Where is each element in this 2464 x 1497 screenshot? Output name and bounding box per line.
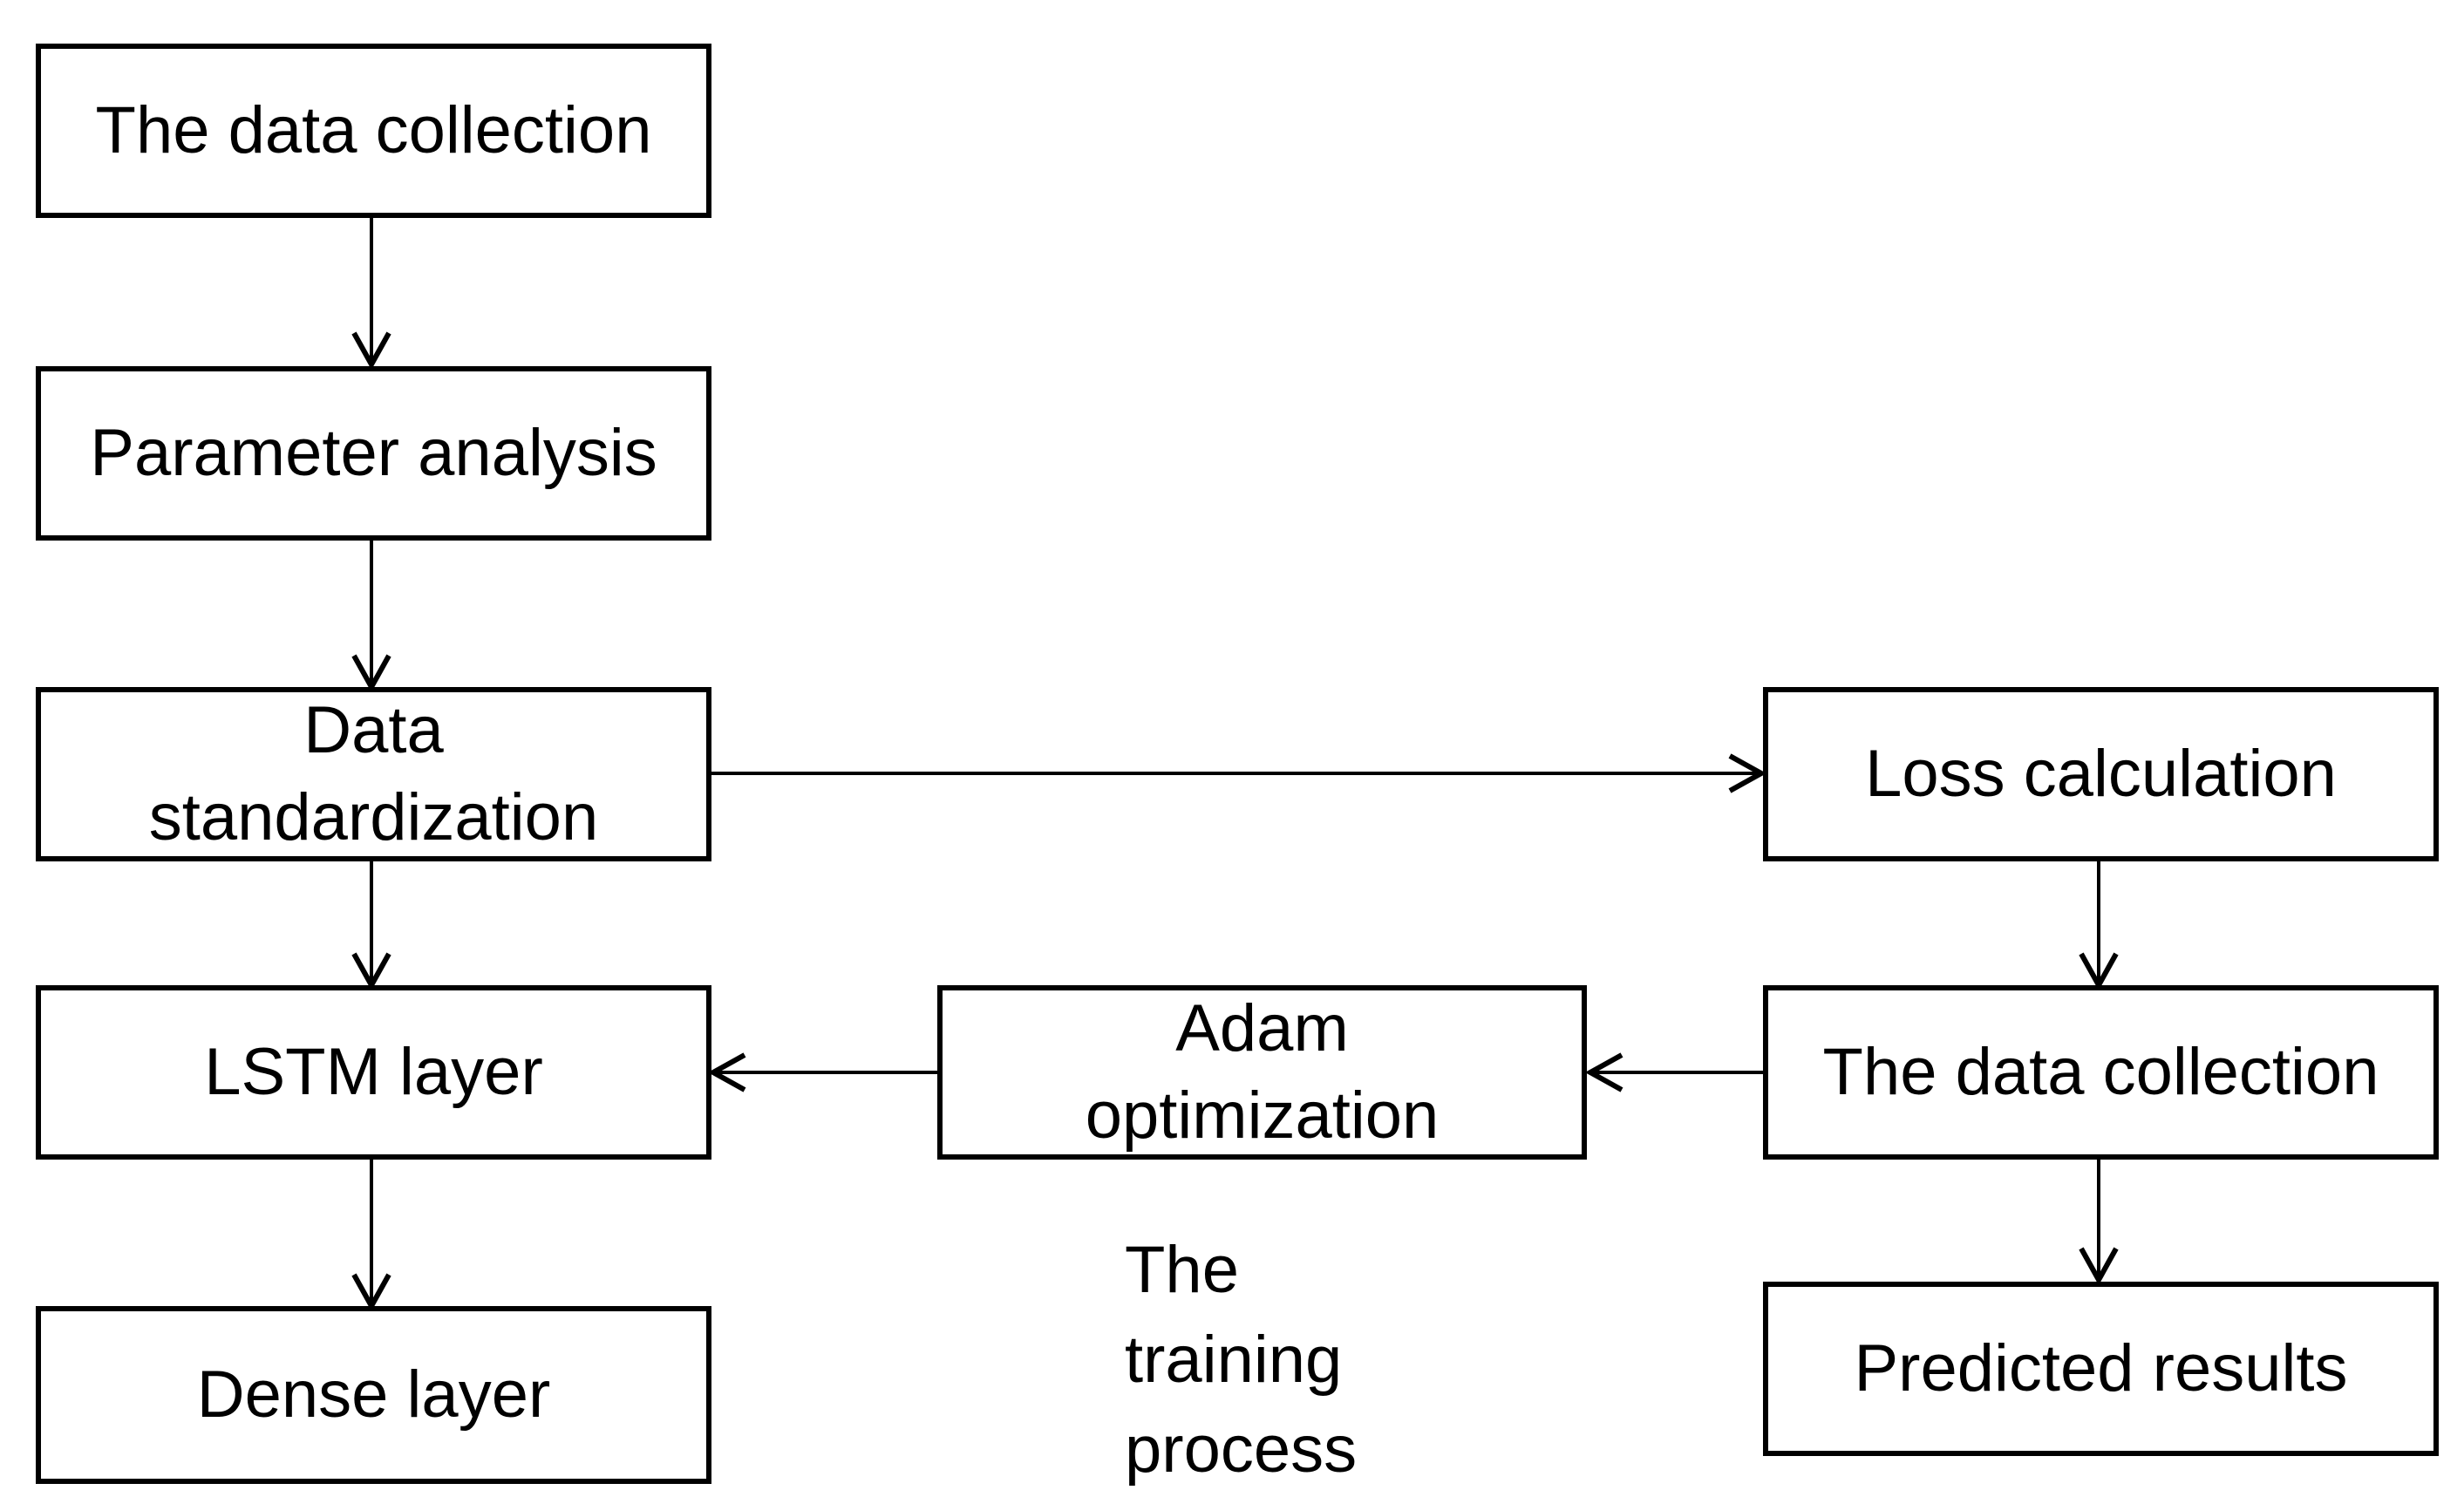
caption-line-3: process bbox=[1125, 1412, 1358, 1487]
node-data-collection-right: The data collection bbox=[1763, 985, 2439, 1160]
training-process-caption: The training process bbox=[1125, 1225, 1357, 1494]
node-lstm-layer: LSTM layer bbox=[36, 985, 711, 1160]
node-label-line-1: Adam bbox=[1175, 990, 1349, 1065]
node-data-standardization: Data standardization bbox=[36, 687, 711, 861]
node-dense-layer: Dense layer bbox=[36, 1306, 711, 1484]
node-label-line-2: optimization bbox=[1085, 1079, 1440, 1153]
node-label-line-2: standardization bbox=[148, 780, 599, 854]
caption-line-2: training bbox=[1125, 1323, 1343, 1397]
node-label: Parameter analysis bbox=[90, 415, 657, 490]
node-label: LSTM layer bbox=[204, 1034, 543, 1109]
node-data-collection-top: The data collection bbox=[36, 44, 711, 218]
node-predicted-results: Predicted results bbox=[1763, 1282, 2439, 1456]
node-label-line-1: Data bbox=[303, 692, 444, 767]
node-label: The data collection bbox=[1822, 1034, 2379, 1109]
node-loss-calculation: Loss calculation bbox=[1763, 687, 2439, 861]
node-adam-optimization: Adam optimization bbox=[937, 985, 1587, 1160]
caption-line-1: The bbox=[1125, 1233, 1239, 1307]
node-label: Dense layer bbox=[196, 1357, 551, 1432]
node-parameter-analysis: Parameter analysis bbox=[36, 366, 711, 541]
node-label: The data collection bbox=[95, 92, 652, 167]
node-label: Predicted results bbox=[1854, 1330, 2348, 1405]
node-label: Loss calculation bbox=[1865, 736, 2337, 811]
